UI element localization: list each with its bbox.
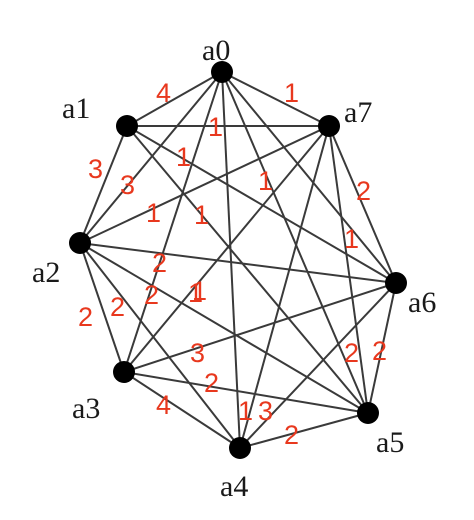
edge-a3-a4 bbox=[123, 371, 241, 449]
edges-layer bbox=[79, 71, 397, 449]
node-a4 bbox=[229, 437, 251, 459]
edge-a3-a6 bbox=[123, 282, 397, 373]
node-label-a4: a4 bbox=[220, 470, 248, 503]
edge-a1-a6 bbox=[126, 125, 397, 284]
edge-a2-a6 bbox=[79, 242, 397, 284]
edge-a5-a7 bbox=[328, 125, 369, 414]
node-label-a5: a5 bbox=[376, 426, 404, 459]
edge-a2-a5 bbox=[79, 242, 369, 414]
nodes-layer bbox=[69, 61, 407, 459]
edge-weight: 1 bbox=[176, 142, 191, 172]
edge-weight: 2 bbox=[372, 336, 387, 366]
edge-weight: 2 bbox=[284, 420, 299, 450]
node-label-a3: a3 bbox=[72, 392, 100, 425]
edge-a4-a6 bbox=[239, 282, 397, 449]
edge-weight: 4 bbox=[156, 390, 171, 420]
edge-a0-a1 bbox=[126, 71, 223, 127]
edge-a3-a7 bbox=[123, 125, 330, 373]
edge-a1-a2 bbox=[79, 125, 128, 244]
node-a1 bbox=[116, 115, 138, 137]
edge-a4-a7 bbox=[239, 125, 330, 449]
node-a0 bbox=[211, 61, 233, 83]
edge-weight: 1 bbox=[192, 276, 207, 306]
edge-weight: 1 bbox=[284, 78, 299, 108]
edge-a2-a3 bbox=[79, 242, 125, 373]
node-a6 bbox=[385, 272, 407, 294]
edge-weight: 1 bbox=[344, 224, 359, 254]
edge-a4-a5 bbox=[239, 412, 369, 449]
edge-a0-a3 bbox=[123, 71, 223, 373]
edge-weight: 1 bbox=[146, 198, 161, 228]
edge-weight: 2 bbox=[344, 338, 359, 368]
edge-a0-a6 bbox=[221, 71, 397, 284]
node-a5 bbox=[357, 402, 379, 424]
edge-weight: 3 bbox=[88, 154, 103, 184]
node-label-a0: a0 bbox=[202, 34, 230, 67]
edge-weight: 1 bbox=[258, 166, 273, 196]
edge-weight: 4 bbox=[156, 78, 171, 108]
node-label-a7: a7 bbox=[344, 96, 372, 129]
edge-weight: 3 bbox=[190, 338, 205, 368]
node-label-a1: a1 bbox=[62, 92, 90, 125]
edge-a5-a6 bbox=[367, 282, 397, 414]
node-a2 bbox=[69, 232, 91, 254]
edge-a0-a2 bbox=[79, 71, 223, 244]
edge-a0-a4 bbox=[221, 71, 241, 449]
node-a3 bbox=[113, 361, 135, 383]
edge-weight: 2 bbox=[152, 248, 167, 278]
node-labels-layer: a0 a1 a2 a3 a4 a5 a6 a7 bbox=[32, 34, 436, 503]
node-a7 bbox=[318, 115, 340, 137]
node-label-a6: a6 bbox=[408, 286, 436, 319]
edge-a2-a7 bbox=[79, 125, 330, 244]
edge-a0-a7 bbox=[221, 71, 330, 127]
edge-weight: 2 bbox=[356, 176, 371, 206]
edge-weight: 2 bbox=[204, 368, 219, 398]
edge-a3-a5 bbox=[123, 371, 369, 414]
edge-a2-a4 bbox=[79, 242, 241, 449]
edge-weight: 1 bbox=[208, 112, 223, 142]
edge-a0-a5 bbox=[221, 71, 369, 414]
edge-weight: 1 bbox=[194, 200, 209, 230]
edge-weights-layer: 4 1 1 1 3 3 1 1 1 1 2 1 2 2 1 2 2 3 2 4 … bbox=[78, 78, 387, 450]
edge-a6-a7 bbox=[328, 125, 397, 284]
edge-weight: 1 bbox=[188, 278, 203, 308]
edge-weight: 1 bbox=[238, 396, 253, 426]
edge-weight: 2 bbox=[78, 302, 93, 332]
node-label-a2: a2 bbox=[32, 256, 60, 289]
edge-a1-a5 bbox=[126, 125, 369, 414]
edge-weight: 2 bbox=[110, 292, 125, 322]
edge-weight: 3 bbox=[120, 170, 135, 200]
edge-weight: 3 bbox=[258, 396, 273, 426]
edge-weight: 2 bbox=[144, 280, 159, 310]
